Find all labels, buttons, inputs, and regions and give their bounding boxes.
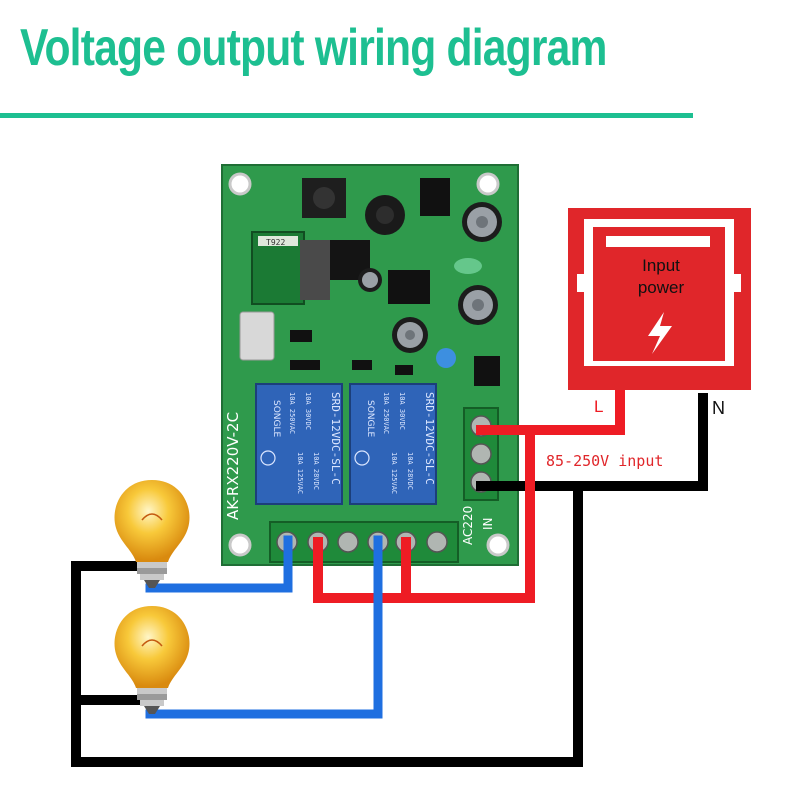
wire-red-live bbox=[313, 385, 625, 603]
capacitor bbox=[358, 268, 382, 292]
relay-brand-label: SONGLE bbox=[365, 400, 375, 438]
board-power-label: AC220 bbox=[461, 506, 475, 545]
lightning-bolt-icon bbox=[648, 312, 672, 354]
relay-spec-2: 10A 125VAC bbox=[296, 452, 304, 494]
ceramic-capacitor bbox=[436, 348, 456, 368]
screw-terminal bbox=[337, 531, 359, 553]
capacitor bbox=[458, 285, 498, 325]
wire-blue-lamp1 bbox=[145, 535, 293, 593]
crystal bbox=[239, 311, 275, 361]
input-voltage-label: 85-250V input bbox=[546, 452, 663, 470]
page-title: Voltage output wiring diagram bbox=[20, 19, 607, 77]
capacitor bbox=[392, 317, 428, 353]
relay-spec-1: 10A 250VAC bbox=[288, 392, 296, 434]
relay-spec-4: 10A 28VDC bbox=[406, 452, 414, 490]
relay-spec-4: 10A 28VDC bbox=[312, 452, 320, 490]
wire-black-return bbox=[71, 481, 583, 767]
mounting-hole bbox=[228, 172, 252, 196]
relay-spec-2: 10A 125VAC bbox=[390, 452, 398, 494]
board-model-label: AK-RX220V-2C bbox=[224, 412, 242, 520]
relay-spec-3: 10A 30VDC bbox=[398, 392, 406, 430]
relay-brand-label: SONGLE bbox=[271, 400, 281, 438]
relay-1: SRD-12VDC-SL-C 10A 250VAC 10A 125VAC 10A… bbox=[255, 383, 343, 505]
terminal-neutral-label: N bbox=[712, 398, 725, 418]
power-label-line1: Input bbox=[642, 256, 680, 275]
power-label-line2: power bbox=[638, 278, 685, 297]
ic-chip bbox=[388, 270, 430, 304]
screw-terminal bbox=[470, 443, 492, 465]
relay-model-label: SRD-12VDC-SL-C bbox=[423, 392, 436, 485]
receiver-board: T922 SRD-12VDC-SL-C 10A 250VAC 10A 125VA… bbox=[221, 164, 519, 566]
capacitor bbox=[462, 202, 502, 242]
light-bulb-icon bbox=[114, 480, 190, 588]
relay-2: SRD-12VDC-SL-C 10A 250VAC 10A 125VAC 10A… bbox=[349, 383, 437, 505]
title-underline bbox=[0, 113, 693, 118]
board-in-label: IN bbox=[481, 517, 495, 530]
mounting-hole bbox=[228, 533, 252, 557]
output-terminal-block bbox=[269, 521, 459, 563]
ic-chip bbox=[420, 178, 450, 216]
light-bulb-icon bbox=[114, 606, 190, 714]
wire-blue-lamp2 bbox=[145, 535, 383, 719]
led bbox=[454, 258, 482, 274]
ic-chip bbox=[474, 356, 500, 386]
wire-black-neutral bbox=[476, 393, 708, 491]
relay-spec-3: 10A 30VDC bbox=[304, 392, 312, 430]
terminal-live-label: L bbox=[594, 397, 603, 416]
input-power-box: Input power bbox=[568, 208, 751, 390]
screw-terminal bbox=[426, 531, 448, 553]
relay-spec-1: 10A 250VAC bbox=[382, 392, 390, 434]
mounting-hole bbox=[476, 172, 500, 196]
chip-label: T922 bbox=[266, 238, 285, 247]
mounting-hole bbox=[486, 533, 510, 557]
relay-model-label: SRD-12VDC-SL-C bbox=[329, 392, 342, 485]
